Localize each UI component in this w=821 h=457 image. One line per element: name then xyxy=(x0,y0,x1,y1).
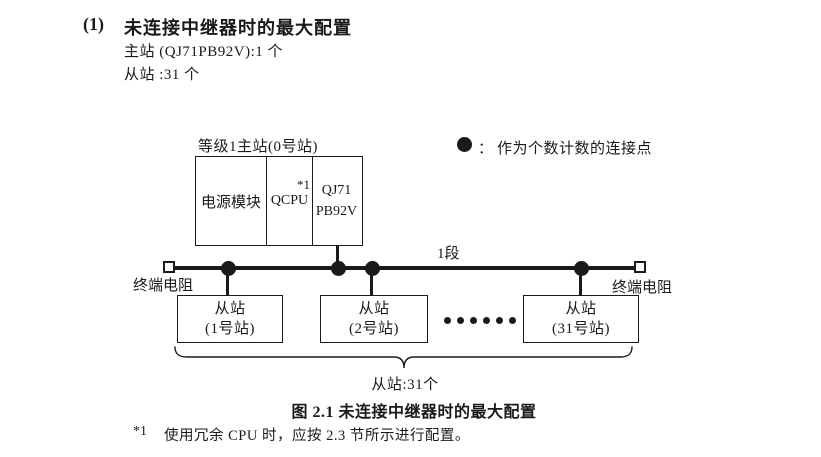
section-title: 未连接中继器时的最大配置 xyxy=(124,18,352,38)
footnote-marker: *1 xyxy=(133,424,147,439)
spec-line-master: 主站 (QJ71PB92V):1 个 xyxy=(124,44,284,60)
legend-colon: ： xyxy=(478,141,494,157)
master-drop-line xyxy=(336,246,339,268)
bus-line xyxy=(175,266,635,270)
slave31-label-line2: (31号站) xyxy=(552,321,610,337)
slave-station-1-box: 从站 (1号站) xyxy=(177,295,283,343)
qj71-label-line2: PB92V xyxy=(315,204,358,219)
master-station-label: 等级1主站(0号站) xyxy=(198,139,318,155)
qcpu-cell: QCPU *1 xyxy=(267,157,313,245)
slave31-drop-line xyxy=(579,269,582,296)
connection-point-icon xyxy=(457,137,472,152)
slave1-label-line1: 从站 xyxy=(214,301,246,317)
terminating-resistor-right-label: 终端电阻 xyxy=(612,280,673,296)
connection-point-dot xyxy=(574,261,589,276)
legend-label: 作为个数计数的连接点 xyxy=(497,141,653,157)
slave1-label-line2: (1号站) xyxy=(205,321,255,337)
slave2-drop-line xyxy=(370,269,373,296)
slave1-drop-line xyxy=(226,269,229,296)
qj71pb92v-cell: QJ71 PB92V xyxy=(313,157,360,245)
slave-count-brace xyxy=(174,346,633,369)
footnote-reference: *1 xyxy=(297,177,310,192)
slave-station-31-box: 从站 (31号站) xyxy=(523,295,639,343)
footnote-text: 使用冗余 CPU 时，应按 2.3 节所示进行配置。 xyxy=(164,428,470,444)
figure-caption: 图 2.1 未连接中继器时的最大配置 xyxy=(291,404,537,421)
qj71-label-line1: QJ71 xyxy=(321,183,352,198)
terminating-resistor-left-label: 终端电阻 xyxy=(133,278,194,294)
terminating-resistor-right-icon xyxy=(634,261,646,273)
spec-line-slaves: 从站 :31 个 xyxy=(124,67,200,83)
connection-point-dot xyxy=(365,261,380,276)
slave-station-2-box: 从站 (2号站) xyxy=(320,295,428,343)
terminating-resistor-left-icon xyxy=(163,261,175,273)
slave2-label-line1: 从站 xyxy=(358,301,390,317)
power-module-cell: 电源模块 xyxy=(196,157,267,245)
slave-count-label: 从站:31个 xyxy=(371,377,439,393)
section-index: (1) xyxy=(83,14,104,34)
slave2-label-line2: (2号站) xyxy=(349,321,399,337)
ellipsis-dots xyxy=(444,317,516,324)
master-station-box: 电源模块 QCPU *1 QJ71 PB92V xyxy=(195,156,363,246)
connection-point-dot xyxy=(221,261,236,276)
segment-label: 1段 xyxy=(437,246,460,262)
connection-point-dot xyxy=(331,261,346,276)
slave31-label-line1: 从站 xyxy=(565,301,597,317)
qcpu-label: QCPU xyxy=(270,193,309,208)
